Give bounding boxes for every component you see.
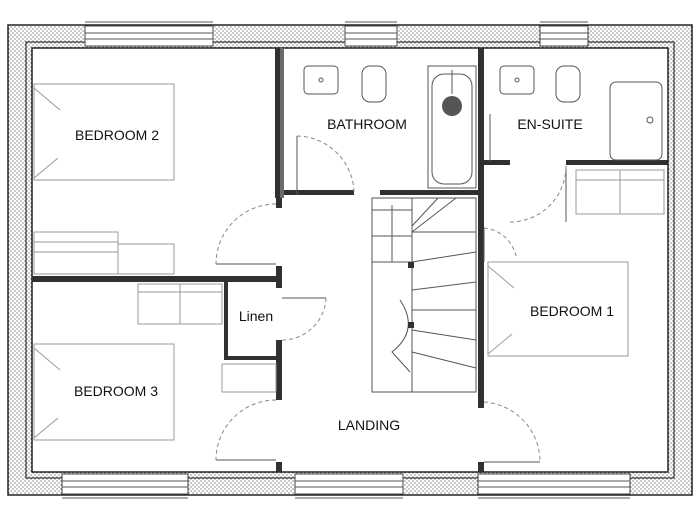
windows [61,21,631,499]
internal-walls [32,48,668,472]
room-label-landing: LANDING [338,417,400,433]
room-label-en-suite: EN-SUITE [517,116,582,132]
room-labels: BEDROOM 2 BATHROOM EN-SUITE BEDROOM 1 Li… [74,116,614,433]
doors [215,114,567,463]
room-label-bathroom: BATHROOM [327,116,407,132]
staircase [371,190,477,393]
room-label-linen: Linen [239,308,273,324]
room-label-bedroom-2: BEDROOM 2 [75,127,159,143]
room-label-bedroom-1: BEDROOM 1 [530,303,614,319]
room-label-bedroom-3: BEDROOM 3 [74,383,158,399]
furniture [33,65,665,441]
